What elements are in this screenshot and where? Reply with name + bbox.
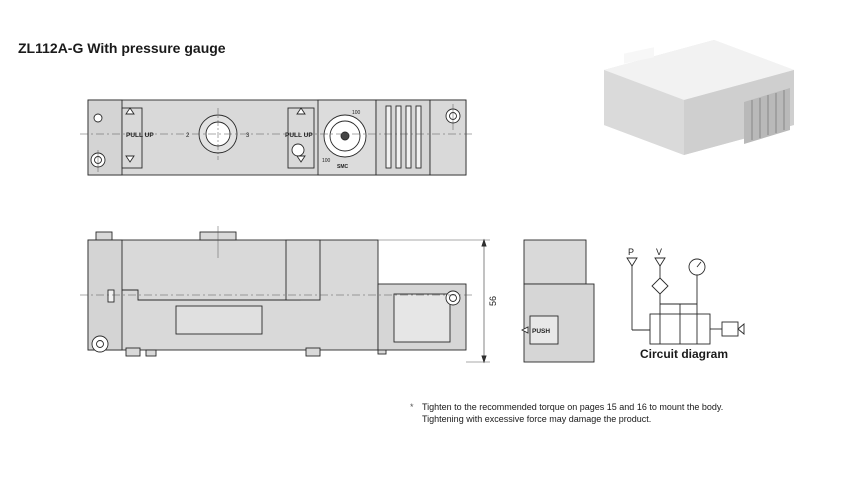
push-label: PUSH bbox=[532, 328, 550, 335]
pull-up-left-label: PULL UP bbox=[126, 132, 154, 139]
circuit-caption: Circuit diagram bbox=[640, 347, 729, 361]
circuit-diagram bbox=[626, 257, 745, 345]
port-v-label: V bbox=[656, 247, 662, 257]
note-marker: * bbox=[410, 402, 414, 412]
port-mark-2: 2 bbox=[186, 133, 190, 139]
port-p-label: P bbox=[628, 247, 634, 257]
port-mark-3: 3 bbox=[246, 133, 250, 139]
product-photo bbox=[594, 30, 804, 158]
notes: * Tighten to the recommended torque on p… bbox=[410, 401, 723, 425]
page-title: ZL112A-G With pressure gauge bbox=[18, 40, 226, 56]
gauge-brand-mark: SMC bbox=[337, 164, 349, 170]
note-line-2: Tightening with excessive force may dama… bbox=[422, 414, 652, 424]
gauge-scale-b: 100 bbox=[352, 110, 361, 116]
side-view bbox=[520, 239, 595, 363]
pull-up-right-label: PULL UP bbox=[285, 132, 313, 139]
top-view bbox=[80, 99, 474, 176]
front-view bbox=[80, 226, 490, 364]
note-line-1: Tighten to the recommended torque on pag… bbox=[422, 402, 724, 412]
height-dimension: 56 bbox=[488, 296, 498, 306]
gauge-scale-a: 100 bbox=[322, 158, 331, 164]
